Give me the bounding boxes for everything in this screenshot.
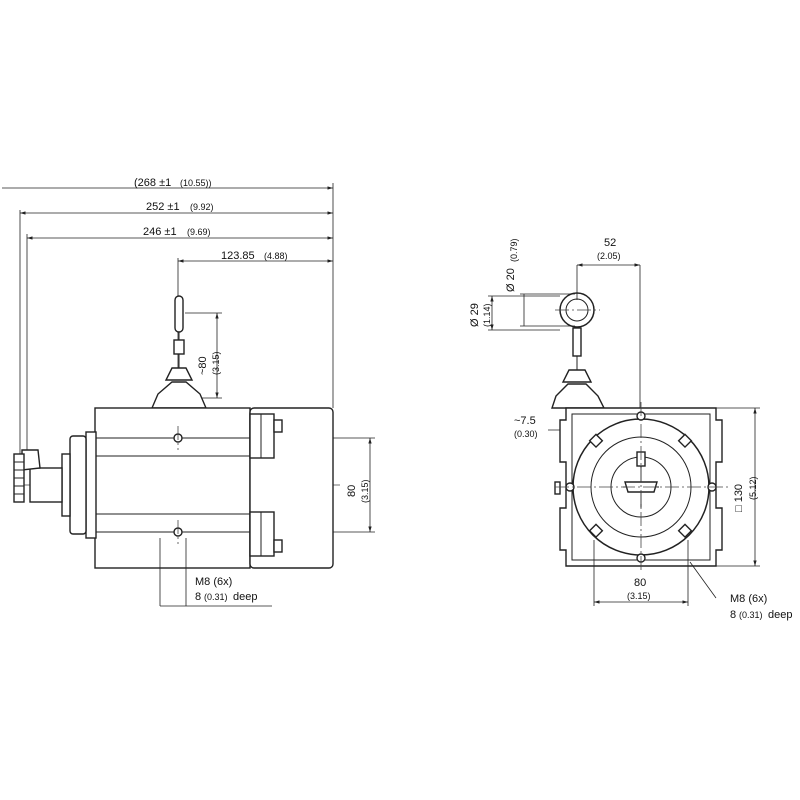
dim-130-value: □ 130 xyxy=(733,484,745,512)
dim-52-value: 52 xyxy=(604,237,616,249)
dim-cable-80-inch: (3.15) xyxy=(211,351,221,375)
side-thread-line2-value: 8 xyxy=(195,591,201,603)
dimension-cable-80: ~80 (3.15) xyxy=(197,313,221,398)
dim-7-5-value: ~7.5 xyxy=(514,415,536,427)
cable-handle xyxy=(150,295,208,409)
dimension-d20: Ø 20 (0.79) xyxy=(505,238,575,327)
dim-246-inch: (9.69) xyxy=(187,227,211,237)
dim-front-80-value: 80 xyxy=(634,577,646,589)
dimension-130: □ 130 (5.12) xyxy=(716,407,760,567)
dim-252-value: 252 ±1 xyxy=(146,201,180,213)
dimension-246: 246 ±1 (9.69) xyxy=(27,226,333,240)
dim-height-80-value: 80 xyxy=(346,485,358,497)
dimension-252: 252 ±1 (9.92) xyxy=(20,201,333,215)
front-view: 52 (2.05) Ø 20 (0.79) Ø 29 (1.14) xyxy=(469,237,792,621)
dim-d20-inch: (0.79) xyxy=(509,238,519,262)
dim-123-inch: (4.88) xyxy=(264,251,288,261)
tapped-holes-side xyxy=(159,426,272,607)
dimension-front-80: 80 (3.15) xyxy=(593,540,689,606)
dimension-268: (268 ±1 (10.55)) xyxy=(2,177,333,190)
front-thread-line2-suffix: deep xyxy=(768,609,792,621)
dim-7-5-inch: (0.30) xyxy=(514,429,538,439)
dim-d20-value: Ø 20 xyxy=(505,268,517,292)
dim-d29-inch: (1.14) xyxy=(482,303,492,327)
dim-252-inch: (9.92) xyxy=(190,202,214,212)
side-view: (268 ±1 (10.55)) 252 ±1 (9.92) 246 ±1 (9… xyxy=(2,177,375,607)
dim-246-value: 246 ±1 xyxy=(143,226,177,238)
wire-loop xyxy=(551,292,606,409)
dimension-123-85: 123.85 (4.88) xyxy=(178,250,333,263)
dimension-52: 52 (2.05) xyxy=(576,237,641,408)
side-thread-line2-suffix: deep xyxy=(233,591,257,603)
dimension-d29: Ø 29 (1.14) xyxy=(469,295,560,331)
front-thread-line2-value: 8 xyxy=(730,609,736,621)
front-thread-leader xyxy=(689,561,717,599)
flange-and-connector xyxy=(13,431,97,539)
encoder-housing xyxy=(94,407,334,569)
dim-52-inch: (2.05) xyxy=(597,251,621,261)
dim-cable-80-value: ~80 xyxy=(197,356,209,375)
dim-height-80-inch: (3.15) xyxy=(360,479,370,503)
dim-d29-value: Ø 29 xyxy=(469,303,481,327)
dim-268-inch: (10.55)) xyxy=(180,178,212,188)
side-thread-line2-inch: (0.31) xyxy=(204,592,228,602)
dim-front-80-inch: (3.15) xyxy=(627,591,651,601)
dim-123-value: 123.85 xyxy=(221,250,255,262)
front-thread-line2-inch: (0.31) xyxy=(739,610,763,620)
dim-130-inch: (5.12) xyxy=(748,476,758,500)
side-thread-line1: M8 (6x) xyxy=(195,576,232,588)
dim-268-value: (268 ±1 xyxy=(134,177,171,189)
front-thread-line1: M8 (6x) xyxy=(730,593,767,605)
